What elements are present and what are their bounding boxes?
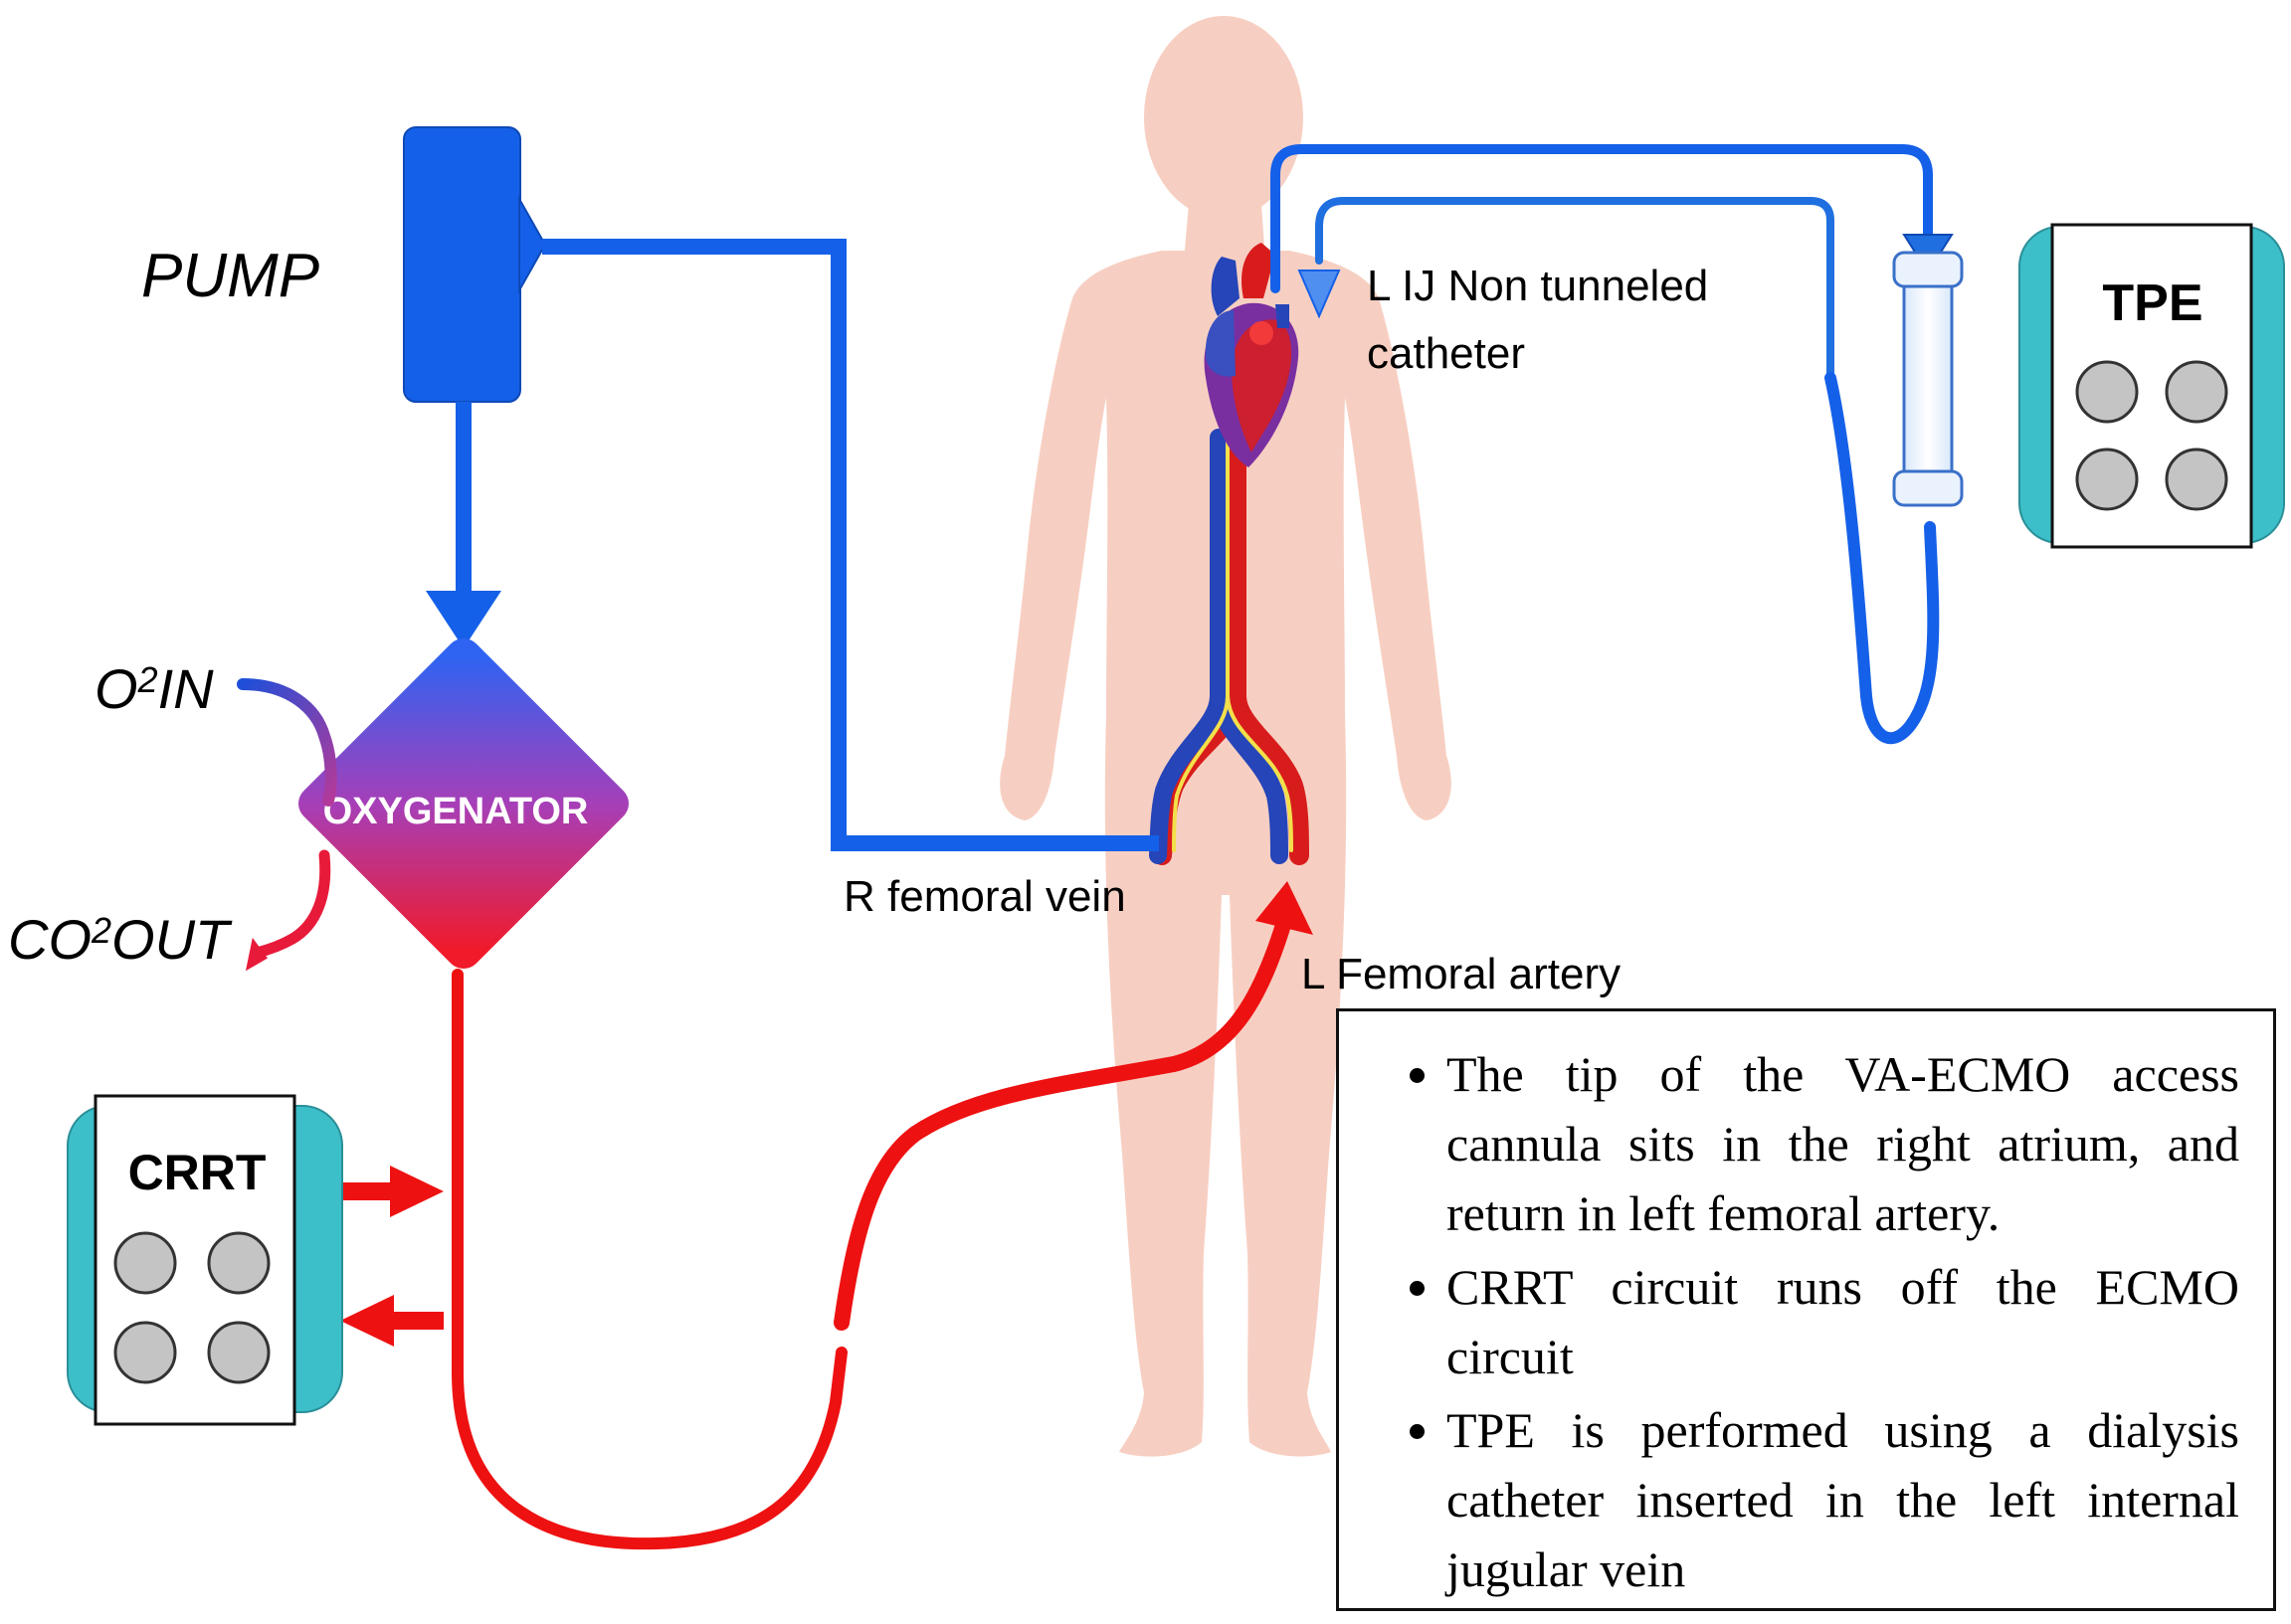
crrt-button-4 xyxy=(207,1321,271,1384)
tpe-button-3 xyxy=(2075,448,2139,511)
l-ij-catheter-label-line2: catheter xyxy=(1367,329,1525,378)
crrt-button-3 xyxy=(113,1321,177,1384)
co2-out-text-rest: OUT xyxy=(111,908,233,971)
oxygenator xyxy=(298,638,629,969)
co2-out-text-co: CO xyxy=(8,908,92,971)
l-ij-catheter-label-line1: L IJ Non tunneled xyxy=(1367,262,1708,310)
arterial-return-line-upper xyxy=(834,917,1291,1331)
arterial-return-arrowhead xyxy=(1255,881,1313,935)
note-item: The tip of the VA-ECMO access cannula si… xyxy=(1446,1039,2239,1248)
tpe-machine xyxy=(2018,223,2285,549)
notes-box: The tip of the VA-ECMO access cannula si… xyxy=(1336,1008,2276,1611)
o2-in-text-sup: 2 xyxy=(137,659,158,700)
tpe-label: TPE xyxy=(2102,274,2202,332)
pump-label: PUMP xyxy=(141,242,319,310)
crrt-button-2 xyxy=(207,1231,271,1295)
pump xyxy=(403,126,547,403)
r-femoral-vein-label: R femoral vein xyxy=(844,872,1126,921)
crrt-machine xyxy=(67,1094,343,1426)
tpe-button-4 xyxy=(2165,448,2228,511)
note-item: CRRT circuit runs off the ECMO circuit xyxy=(1446,1252,2239,1391)
vessels xyxy=(1149,428,1309,865)
note-item: TPE is performed using a dialysis cathet… xyxy=(1446,1395,2239,1604)
tpe-button-2 xyxy=(2165,360,2228,424)
co2-outlet-arrow xyxy=(245,849,331,972)
o2-in-label: O2IN xyxy=(95,657,214,720)
pump-to-oxygenator-arrow xyxy=(426,402,501,648)
plasma-filter xyxy=(1892,251,1964,507)
notes-list: The tip of the VA-ECMO access cannula si… xyxy=(1399,1039,2239,1604)
tpe-button-1 xyxy=(2075,360,2139,424)
oxygenator-label: OXYGENATOR xyxy=(323,791,589,832)
l-femoral-artery-label: L Femoral artery xyxy=(1301,950,1621,998)
crrt-return-arrow xyxy=(338,1166,444,1217)
o2-inlet-line xyxy=(237,678,337,807)
patient-body-silhouette xyxy=(1000,16,1451,1457)
venous-drainage-line xyxy=(542,239,1159,851)
co2-out-label: CO2OUT xyxy=(8,908,233,971)
crrt-access-arrow xyxy=(340,1295,444,1347)
o2-in-text-o: O xyxy=(95,657,138,720)
heart-icon xyxy=(1204,243,1299,467)
o2-in-text-rest: IN xyxy=(158,657,215,720)
tpe-circuit-lines xyxy=(1270,144,1940,745)
tpe-return-arrowhead xyxy=(1297,270,1341,319)
co2-out-text-sup: 2 xyxy=(91,910,111,951)
arterial-return-line xyxy=(452,969,848,1550)
crrt-button-1 xyxy=(113,1231,177,1295)
crrt-label: CRRT xyxy=(128,1145,267,1200)
